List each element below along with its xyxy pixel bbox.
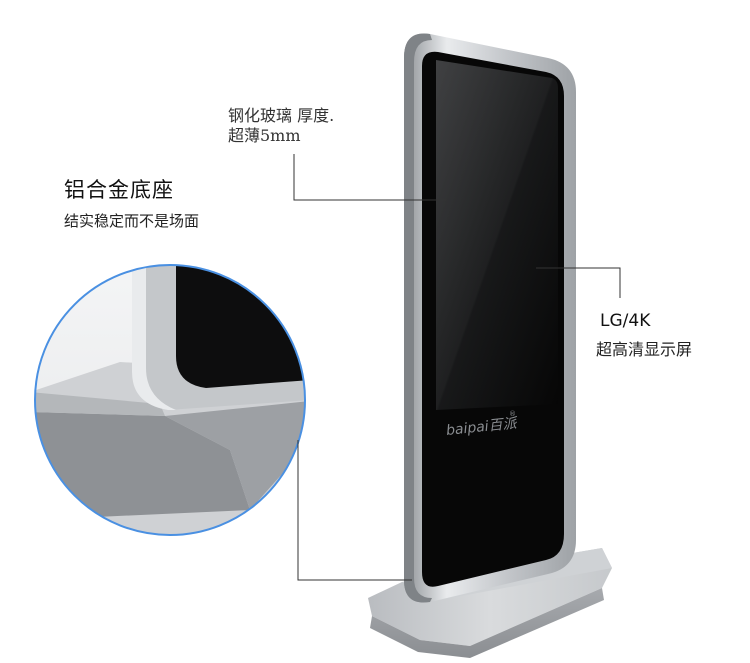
screen-leader-line	[536, 267, 621, 298]
brand-logo: baipai百派	[445, 415, 519, 439]
brand-logo-registered: ®	[509, 410, 516, 418]
screen-annotation-subtitle: 超高清显示屏	[596, 340, 693, 359]
glass-annotation-line2: 超薄5mm	[228, 126, 301, 145]
glass-leader-line	[293, 154, 446, 201]
base-leader-line	[297, 440, 412, 581]
base-annotation-title: 铝合金底座	[64, 178, 174, 202]
glass-annotation: 钢化玻璃 厚度. 超薄5mm	[228, 106, 334, 146]
callout-circle-outline	[34, 264, 306, 536]
screen-annotation-title: LG/4K	[600, 311, 651, 331]
display-screen	[422, 51, 564, 587]
glass-annotation-line1: 钢化玻璃 厚度.	[228, 106, 335, 125]
base-closeup-callout	[34, 264, 306, 536]
base-annotation-subtitle: 结实稳定而不是场面	[64, 212, 200, 230]
